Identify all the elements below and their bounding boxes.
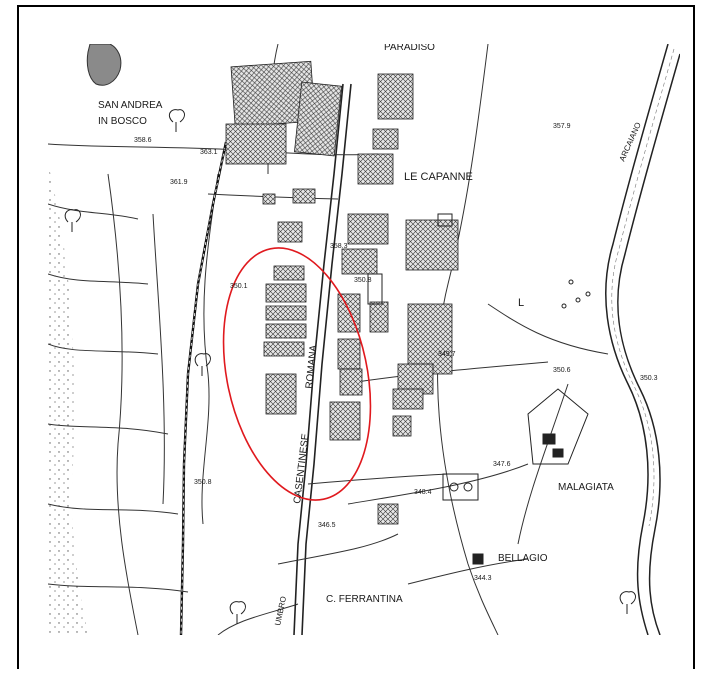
- spot-height: 357.9: [553, 123, 571, 130]
- spot-height: 350.3: [640, 375, 658, 382]
- label-in-bosco: IN BOSCO: [98, 116, 147, 127]
- spot-height: 358.3: [330, 243, 348, 250]
- label-l: L: [518, 297, 524, 309]
- spot-height: 350.6: [553, 367, 571, 374]
- spot-height: 358.6: [134, 137, 152, 144]
- page-frame: [17, 5, 695, 669]
- spot-height: 350.8: [354, 277, 372, 284]
- label-le-capanne: LE CAPANNE: [404, 171, 473, 183]
- spot-height: 346.5: [318, 522, 336, 529]
- spot-heights: 358.6 363.1 361.9 357.9 358.3 350.1 349.…: [134, 123, 658, 582]
- dotted-terrain: [48, 164, 88, 635]
- buildings: [225, 60, 459, 525]
- arcaiano-river: [605, 44, 680, 635]
- railway-line: [179, 141, 228, 635]
- label-san-andrea: SAN ANDREA: [98, 100, 163, 111]
- label-umbro: UMBRO: [273, 595, 288, 626]
- label-arcaiano: ARCAIANO: [618, 121, 643, 163]
- pond: [86, 44, 122, 86]
- spot-height: 349.7: [438, 351, 456, 358]
- spot-height: 350.8: [194, 479, 212, 486]
- label-casentinese: CASENTINESE: [292, 433, 312, 505]
- spot-height: 363.1: [200, 149, 218, 156]
- place-labels: PARADISO SAN ANDREA IN BOSCO LE CAPANNE …: [98, 44, 643, 626]
- label-ferrantina: C. FERRANTINA: [326, 594, 403, 605]
- field-lines: [48, 173, 299, 635]
- spot-height: 344.3: [474, 575, 492, 582]
- spot-height: 348.4: [414, 489, 432, 496]
- tree-symbols: [64, 109, 636, 624]
- spot-height: 347.6: [493, 461, 511, 468]
- spot-height: 350.1: [230, 283, 248, 290]
- label-malagiata: MALAGIATA: [558, 482, 614, 493]
- farm-buildings: [367, 213, 589, 565]
- label-paradiso: PARADISO: [384, 44, 435, 53]
- highlight-ellipse: [222, 247, 372, 501]
- label-bellagio: BELLAGIO: [498, 553, 548, 564]
- label-romana: ROMANA: [304, 344, 320, 389]
- spot-height: 361.9: [170, 179, 188, 186]
- main-road: [293, 83, 352, 635]
- topographic-map: PARADISO SAN ANDREA IN BOSCO LE CAPANNE …: [48, 44, 680, 635]
